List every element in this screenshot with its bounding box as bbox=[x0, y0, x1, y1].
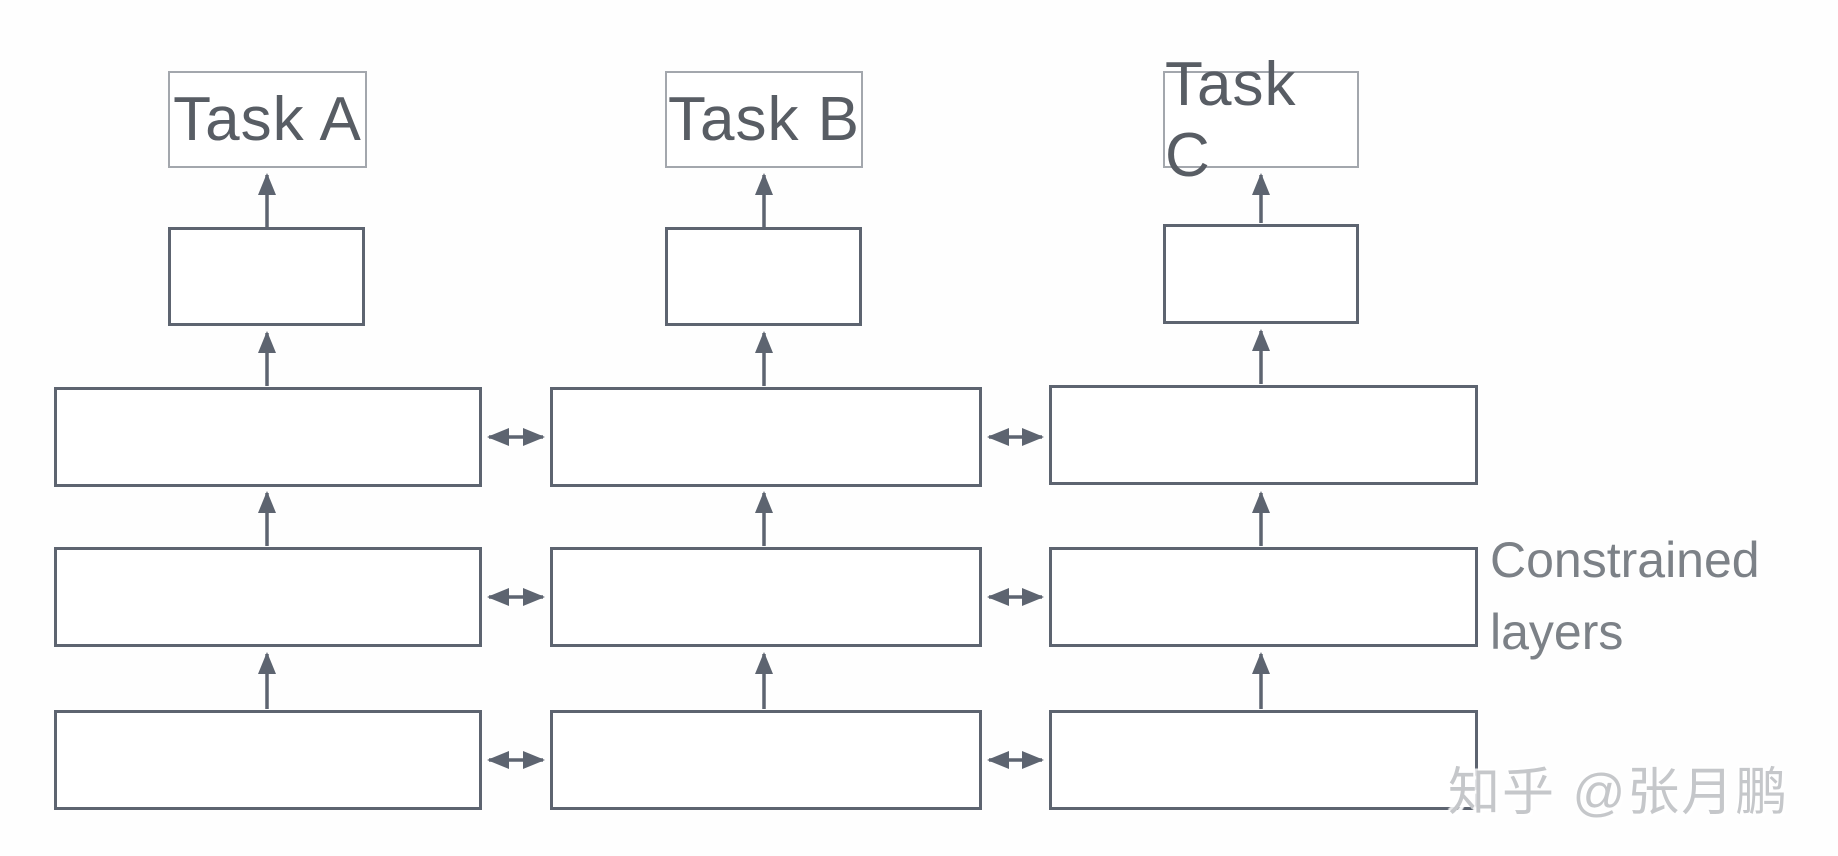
task-a-head-box bbox=[168, 227, 365, 326]
constrained-layer-box-b3 bbox=[550, 710, 982, 810]
zhihu-watermark: 知乎 @张月鹏 bbox=[1448, 764, 1790, 822]
task-b-head-box bbox=[665, 227, 862, 326]
constrained-layer-box-c3 bbox=[1049, 710, 1478, 810]
constrained-layer-box-c2 bbox=[1049, 547, 1478, 647]
task-c-label-box: Task C bbox=[1163, 50, 1359, 190]
constrained-layer-box-c1 bbox=[1049, 385, 1478, 485]
task-a-label: Task A bbox=[173, 85, 362, 154]
task-c-head-box bbox=[1163, 224, 1359, 324]
task-b-label-box: Task B bbox=[665, 71, 863, 168]
constrained-layers-annotation: Constrained layers bbox=[1490, 532, 1760, 660]
constrained-layer-box-a3 bbox=[54, 710, 482, 810]
constrained-layer-box-b1 bbox=[550, 387, 982, 487]
constrained-layer-box-b2 bbox=[550, 547, 982, 647]
task-c-label: Task C bbox=[1165, 49, 1297, 190]
task-b-label: Task B bbox=[667, 85, 861, 154]
task-a-label-box: Task A bbox=[168, 71, 367, 168]
constrained-layer-box-a1 bbox=[54, 387, 482, 487]
constrained-layer-box-a2 bbox=[54, 547, 482, 647]
